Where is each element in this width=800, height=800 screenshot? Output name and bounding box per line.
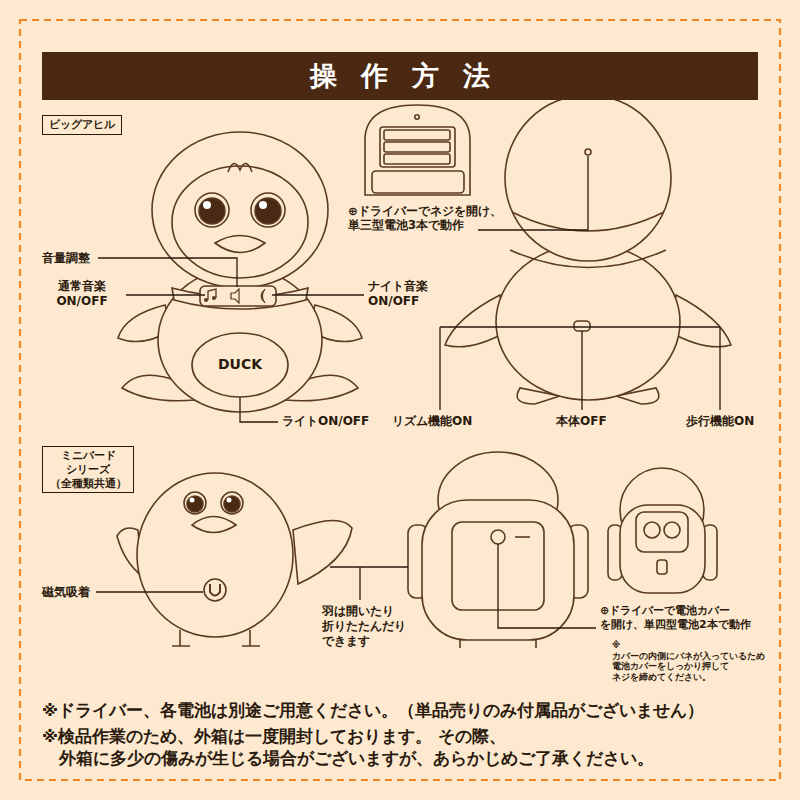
dashed-border — [20, 20, 780, 780]
mini-bird-front-part — [210, 584, 220, 596]
big-duck-front-part — [251, 193, 285, 227]
battery-compartment-view — [365, 105, 470, 195]
battery-compartment-view-part — [384, 130, 450, 140]
mini-bird-front — [117, 473, 352, 646]
big-duck-front-part — [172, 166, 308, 278]
battery-note: ⊕ドライバーで電池カバー を開け、単四型電池2本で動作 — [600, 604, 765, 632]
mini-bird-front-part — [184, 492, 206, 514]
button-name: ライトON/OFF — [282, 414, 369, 429]
leader-lines-part — [440, 327, 720, 410]
big-duck-front-part — [215, 236, 265, 253]
button-name: ナイト音楽 ON/OFF — [368, 279, 452, 309]
mini-bird-open-part — [664, 522, 680, 538]
big-duck-front-part — [228, 163, 252, 172]
big-duck-back-part — [585, 149, 591, 155]
big-duck-front-part — [203, 201, 211, 209]
battery-compartment-view-part — [380, 127, 455, 167]
mini-bird-front-part — [221, 492, 243, 514]
mini-bird-open-part — [636, 512, 688, 552]
title-text: 操作方法 — [310, 58, 515, 94]
big-duck-front-part — [231, 289, 239, 303]
leader-lines-part — [478, 156, 588, 230]
section-name: ミニバード シリーズ （全種類共通） — [49, 449, 127, 490]
section-tag: ビッグアヒル — [42, 115, 122, 135]
button-name: 音量調整 — [42, 251, 90, 266]
mini-bird-open — [608, 468, 717, 593]
big-duck-back-part — [574, 321, 590, 331]
switch-name: 歩行機能ON — [686, 414, 754, 429]
big-duck-front-part — [204, 298, 208, 302]
mini-bird-front-part — [192, 517, 236, 533]
footer-note: ※検品作業のため、外箱は一度開封しております。 その際、外箱に多少の傷みが生じる… — [42, 726, 766, 771]
footer-note: ※ドライバー、各電池は別途ご用意ください。（単品売りのみ付属品がございません） — [42, 700, 766, 722]
battery-compartment-view-part — [384, 154, 450, 164]
big-duck-front-part — [255, 198, 281, 224]
battery-compartment-view-part — [365, 105, 470, 195]
big-duck-front-part — [208, 289, 216, 300]
section-tag: ミニバード シリーズ （全種類共通） — [42, 446, 134, 493]
button-name: 通常音楽 ON/OFF — [42, 279, 122, 309]
caution-note: ※カバーの内側にバネが入っているため 電池カバーをしっかり押して ネジを締めてく… — [612, 640, 764, 683]
leader-lines-part — [272, 294, 364, 295]
mini-bird-front-part — [137, 473, 293, 637]
title-band: 操作方法 — [42, 52, 758, 100]
battery-compartment-view-part — [384, 142, 450, 152]
battery-note: ⊕ドライバーでネジを開け、 単三型電池3本で動作 — [348, 204, 513, 233]
mini-bird-open-part — [657, 560, 667, 574]
big-duck-front — [118, 132, 362, 412]
big-duck-front-part — [192, 333, 288, 397]
big-duck-back-part — [496, 244, 680, 400]
big-duck-front-part — [259, 201, 267, 209]
belly-text: DUCK — [214, 356, 266, 374]
section-name: ビッグアヒル — [49, 118, 115, 132]
leader-lines-part — [126, 294, 205, 295]
mini-bird-front-part — [190, 498, 195, 503]
mini-bird-front-part — [227, 498, 232, 503]
battery-compartment-view-part — [372, 171, 464, 193]
mini-bird-front-part — [187, 496, 203, 512]
mini-bird-front-part — [204, 579, 226, 601]
leader-lines-part — [240, 397, 278, 422]
big-duck-back — [445, 95, 731, 404]
leader-lines — [96, 156, 720, 628]
leader-lines-part — [98, 258, 237, 287]
mini-bird-open-part — [644, 522, 660, 538]
mini-bird-open-part — [620, 505, 705, 593]
mini-bird-back-part — [460, 640, 536, 648]
leader-lines-part — [96, 591, 203, 592]
big-duck-front-part — [200, 286, 276, 306]
mini-bird-front-part — [293, 520, 352, 584]
big-duck-front-part — [195, 193, 229, 227]
big-duck-front-part — [261, 289, 265, 303]
big-duck-front-part — [158, 268, 322, 412]
battery-compartment-view-part — [415, 115, 419, 119]
feature-note: 羽は開いたり 折りたたんだり できます — [322, 604, 418, 649]
mini-bird-front-part — [224, 496, 240, 512]
big-duck-front-part — [152, 132, 328, 288]
leader-lines-part — [330, 567, 408, 600]
mini-bird-back-part — [515, 536, 530, 538]
switch-name: リズム機能ON — [392, 414, 472, 429]
switch-name: 本体OFF — [556, 414, 607, 429]
big-duck-front-part — [212, 296, 216, 300]
big-duck-front-part — [199, 198, 225, 224]
feature-name: 磁気吸着 — [42, 585, 90, 600]
leader-lines-part — [498, 544, 596, 628]
mini-bird-back-part — [491, 530, 505, 544]
